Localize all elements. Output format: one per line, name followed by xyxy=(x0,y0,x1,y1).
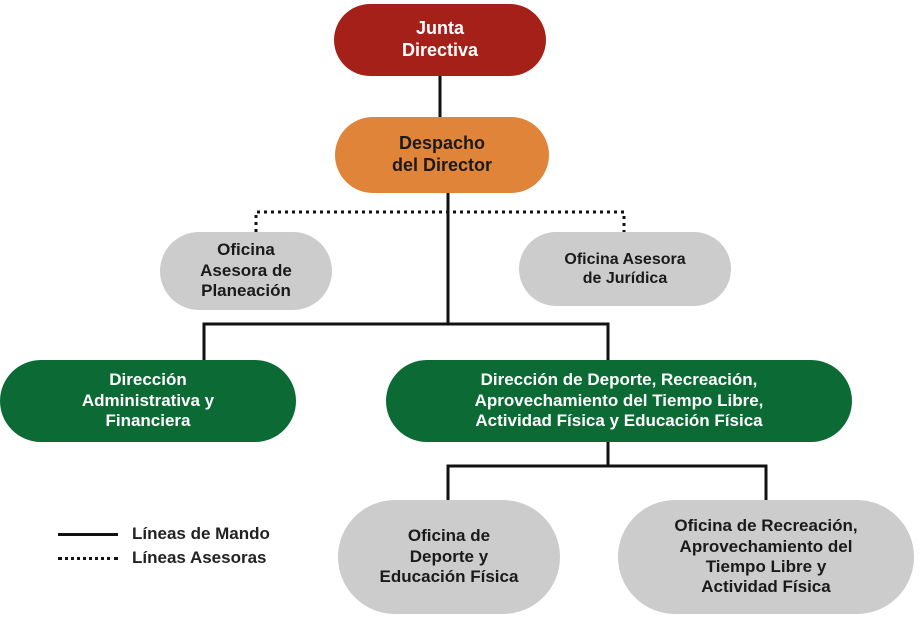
node-junta-label: Junta Directiva xyxy=(401,18,479,60)
node-oficina-deporte-label: Oficina de Deporte y Educación Física xyxy=(379,526,519,587)
node-oficina-recreacion: Oficina de Recreación, Aprovechamiento d… xyxy=(618,500,914,614)
node-deporte-dir-label: Dirección de Deporte, Recreación, Aprove… xyxy=(474,370,764,431)
node-planeacion-label: Oficina Asesora de Planeación xyxy=(200,240,292,301)
node-direccion-administrativa: Dirección Administrativa y Financiera xyxy=(0,360,296,442)
legend-mando: Líneas de Mando xyxy=(58,524,270,544)
node-despacho-label: Despacho del Director xyxy=(391,133,493,175)
legend-mando-label: Líneas de Mando xyxy=(132,524,270,543)
node-oficina-juridica: Oficina Asesora de Jurídica xyxy=(519,232,731,306)
node-oficina-deporte: Oficina de Deporte y Educación Física xyxy=(338,500,560,614)
line-branch-oficinas xyxy=(446,464,768,502)
legend-dotted-line-icon xyxy=(58,556,118,560)
line-branch-direcciones xyxy=(202,322,610,362)
node-administrativa-label: Dirección Administrativa y Financiera xyxy=(81,370,215,431)
node-oficina-planeacion: Oficina Asesora de Planeación xyxy=(160,232,332,310)
legend-solid-line-icon xyxy=(58,532,118,536)
node-juridica-label: Oficina Asesora de Jurídica xyxy=(564,250,686,287)
node-despacho-director: Despacho del Director xyxy=(335,117,549,193)
advisory-dotted-line xyxy=(254,210,626,232)
legend-asesoras: Líneas Asesoras xyxy=(58,548,267,568)
node-oficina-recreacion-label: Oficina de Recreación, Aprovechamiento d… xyxy=(674,516,858,597)
node-junta-directiva: Junta Directiva xyxy=(334,4,546,76)
node-direccion-deporte: Dirección de Deporte, Recreación, Aprove… xyxy=(386,360,852,442)
legend-asesoras-label: Líneas Asesoras xyxy=(132,548,267,567)
